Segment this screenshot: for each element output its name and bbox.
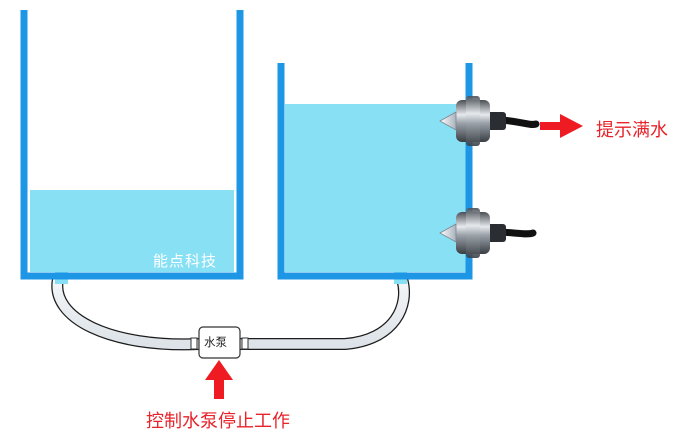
level-sensor-bottom [439,208,537,258]
arrow-right-icon [540,114,583,138]
left-tank [20,10,244,280]
arrow-up-icon [205,360,233,399]
pump-box [190,326,249,359]
right-tank-wall [277,63,473,280]
pump-label: 水泵 [204,335,227,349]
left-tank-water [30,190,234,272]
level-sensor-top [439,96,540,146]
right-tank [277,63,473,280]
watermark-text: 能点科技 [153,252,218,270]
pump-stop-label: 控制水泵停止工作 [146,411,290,432]
left-tank-wall [20,10,244,280]
full-water-label: 提示满水 [596,120,668,141]
right-tank-water [285,104,467,272]
